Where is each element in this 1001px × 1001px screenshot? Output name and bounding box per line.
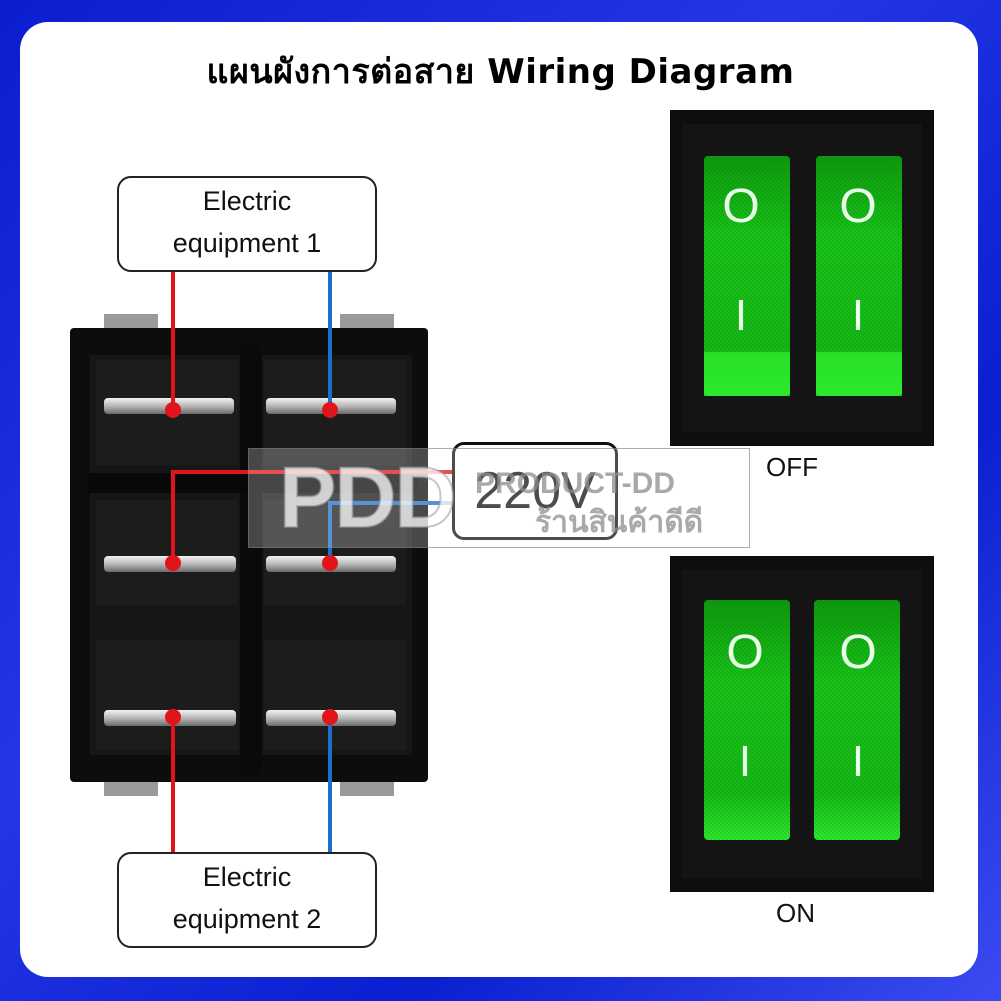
rocker-symbol-on-left-i: I	[739, 737, 751, 786]
equipment-2-line-1: Electric	[202, 862, 292, 892]
rocker-symbol-on-right-o: O	[839, 626, 876, 679]
equipment-2-line-2: equipment 2	[172, 904, 322, 934]
on-state-label: ON	[776, 898, 815, 928]
red-wire-supply	[171, 470, 455, 563]
connection-dot	[165, 555, 181, 571]
off-state-label: OFF	[766, 452, 818, 482]
diagram-title: แผนผังการต่อสาย Wiring Diagram	[206, 52, 795, 92]
rocker-symbol-off-left-i: I	[735, 291, 747, 340]
connection-dots	[165, 402, 338, 725]
rocker-symbol-off-left-o: O	[722, 180, 759, 233]
equipment-1-line-2: equipment 1	[172, 228, 322, 258]
connection-dot	[165, 709, 181, 725]
equipment-1-line-1: Electric	[202, 186, 292, 216]
rocker-symbol-off-right-i: I	[852, 291, 864, 340]
switch-off-photo	[670, 110, 934, 446]
wires	[171, 270, 455, 855]
voltage-label: 220V	[452, 442, 618, 540]
equipment-1-label: Electric equipment 1	[117, 176, 377, 272]
dpdt-switch-body	[70, 314, 428, 796]
connection-dot	[165, 402, 181, 418]
connection-dot	[322, 402, 338, 418]
rocker-symbol-on-left-o: O	[726, 626, 763, 679]
rocker-symbol-off-right-o: O	[839, 180, 876, 233]
switch-on-photo	[670, 556, 934, 892]
blue-wire-supply	[328, 501, 455, 563]
connection-dot	[322, 555, 338, 571]
connection-dot	[322, 709, 338, 725]
rocker-symbol-on-right-i: I	[852, 737, 864, 786]
equipment-2-label: Electric equipment 2	[117, 852, 377, 948]
